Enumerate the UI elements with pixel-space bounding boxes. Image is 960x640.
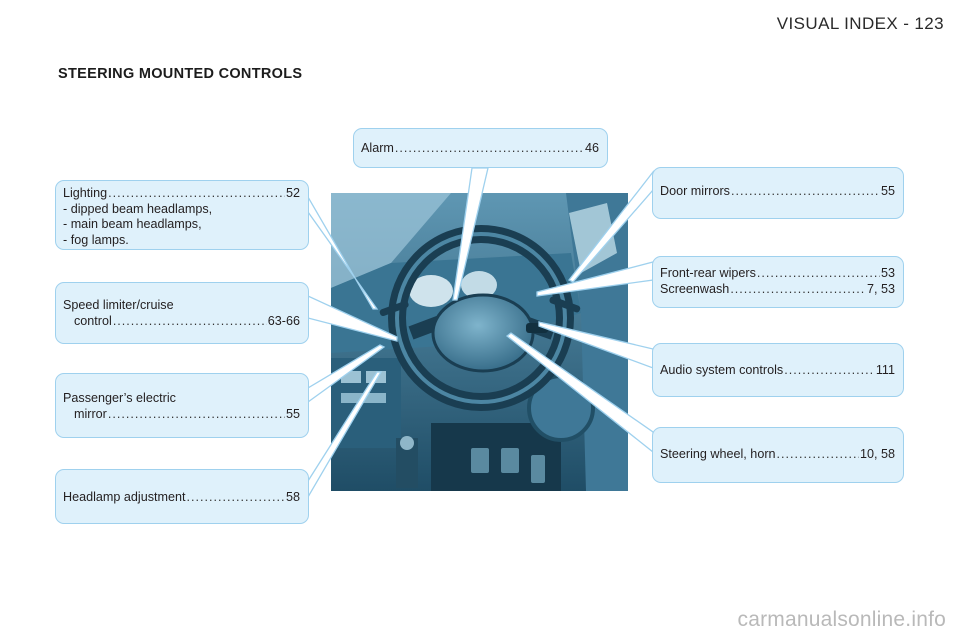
watermark: carmanualsonline.info [737,608,946,631]
dashboard-drawing [331,193,628,491]
callout-door-mirrors: Door mirrors ...........................… [652,167,904,219]
steering-wheel-hub [431,293,535,373]
dot-leader: ........................................… [186,490,285,504]
callout-steering-wheel: Steering wheel, horn ...................… [652,427,904,483]
screenwash-page: 7, 53 [866,281,895,296]
callout-alarm: Alarm ..................................… [353,128,608,168]
door-mirrors-label: Door mirrors [660,184,730,198]
pedal-accelerator [531,455,545,483]
gear-lever-area [396,438,418,488]
headlamp-adjustment-page: 58 [285,490,300,504]
lighting-label: Lighting [63,186,108,200]
steering-wheel-page: 10, 58 [859,447,895,461]
callout-wipers: Front-rear wipers ......................… [652,256,904,308]
pedal-brake [501,448,519,473]
callout-speed-limiter: Speed limiter/cruise control ...........… [55,282,309,344]
speed-limiter-label: Speed limiter/cruise [63,298,174,312]
steering-controls-illustration [331,193,628,491]
callout-audio: Audio system controls ..................… [652,343,904,397]
wipers-label: Front-rear wipers [660,266,756,280]
passenger-mirror-label: Passenger’s electric [63,391,176,405]
alarm-page: 46 [584,141,599,155]
section-title: STEERING MOUNTED CONTROLS [58,66,303,82]
console-vent [341,393,386,403]
dot-leader: ........................................… [107,406,285,421]
speed-limiter-page: 63-66 [267,313,300,328]
dot-leader: ........................................… [730,281,866,296]
page-header: VISUAL INDEX - 123 [776,14,944,33]
dot-leader: ........................................… [784,363,875,377]
lighting-item-main: - main beam headlamps, [63,217,202,231]
lighting-page: 52 [285,186,300,200]
console-switch-1 [341,371,361,383]
dot-leader: ........................................… [756,266,880,280]
audio-control-stalk [526,323,548,333]
speed-limiter-label-cont: control [74,313,112,328]
passenger-mirror-label-cont: mirror [74,406,107,421]
pedal-clutch [471,448,489,473]
speedometer-dial [409,275,453,307]
callout-headlamp-adjustment: Headlamp adjustment ....................… [55,469,309,524]
dot-leader: ........................................… [112,313,267,328]
dot-leader: ........................................… [394,141,584,155]
dot-leader: ........................................… [776,447,859,461]
dot-leader: ........................................… [730,184,880,198]
audio-label: Audio system controls [660,363,784,377]
wipers-page: 53 [880,266,895,280]
headlamp-adjustment-label: Headlamp adjustment [63,490,186,504]
audio-page: 111 [875,363,895,377]
dot-leader: ........................................… [108,186,285,200]
screenwash-label: Screenwash [660,281,730,296]
console-switch-2 [366,371,386,383]
alarm-label: Alarm [361,141,394,155]
door-mirrors-page: 55 [880,184,895,198]
lighting-item-fog: - fog lamps. [63,232,129,247]
steering-wheel-label: Steering wheel, horn [660,447,776,461]
wiper-stalk [549,296,581,313]
passenger-mirror-page: 55 [285,406,300,421]
gear-knob [400,436,414,450]
callout-lighting: Lighting ...............................… [55,180,309,250]
lighting-item-dipped: - dipped beam headlamps, [63,201,213,216]
callout-passenger-mirror: Passenger’s electric mirror ............… [55,373,309,438]
